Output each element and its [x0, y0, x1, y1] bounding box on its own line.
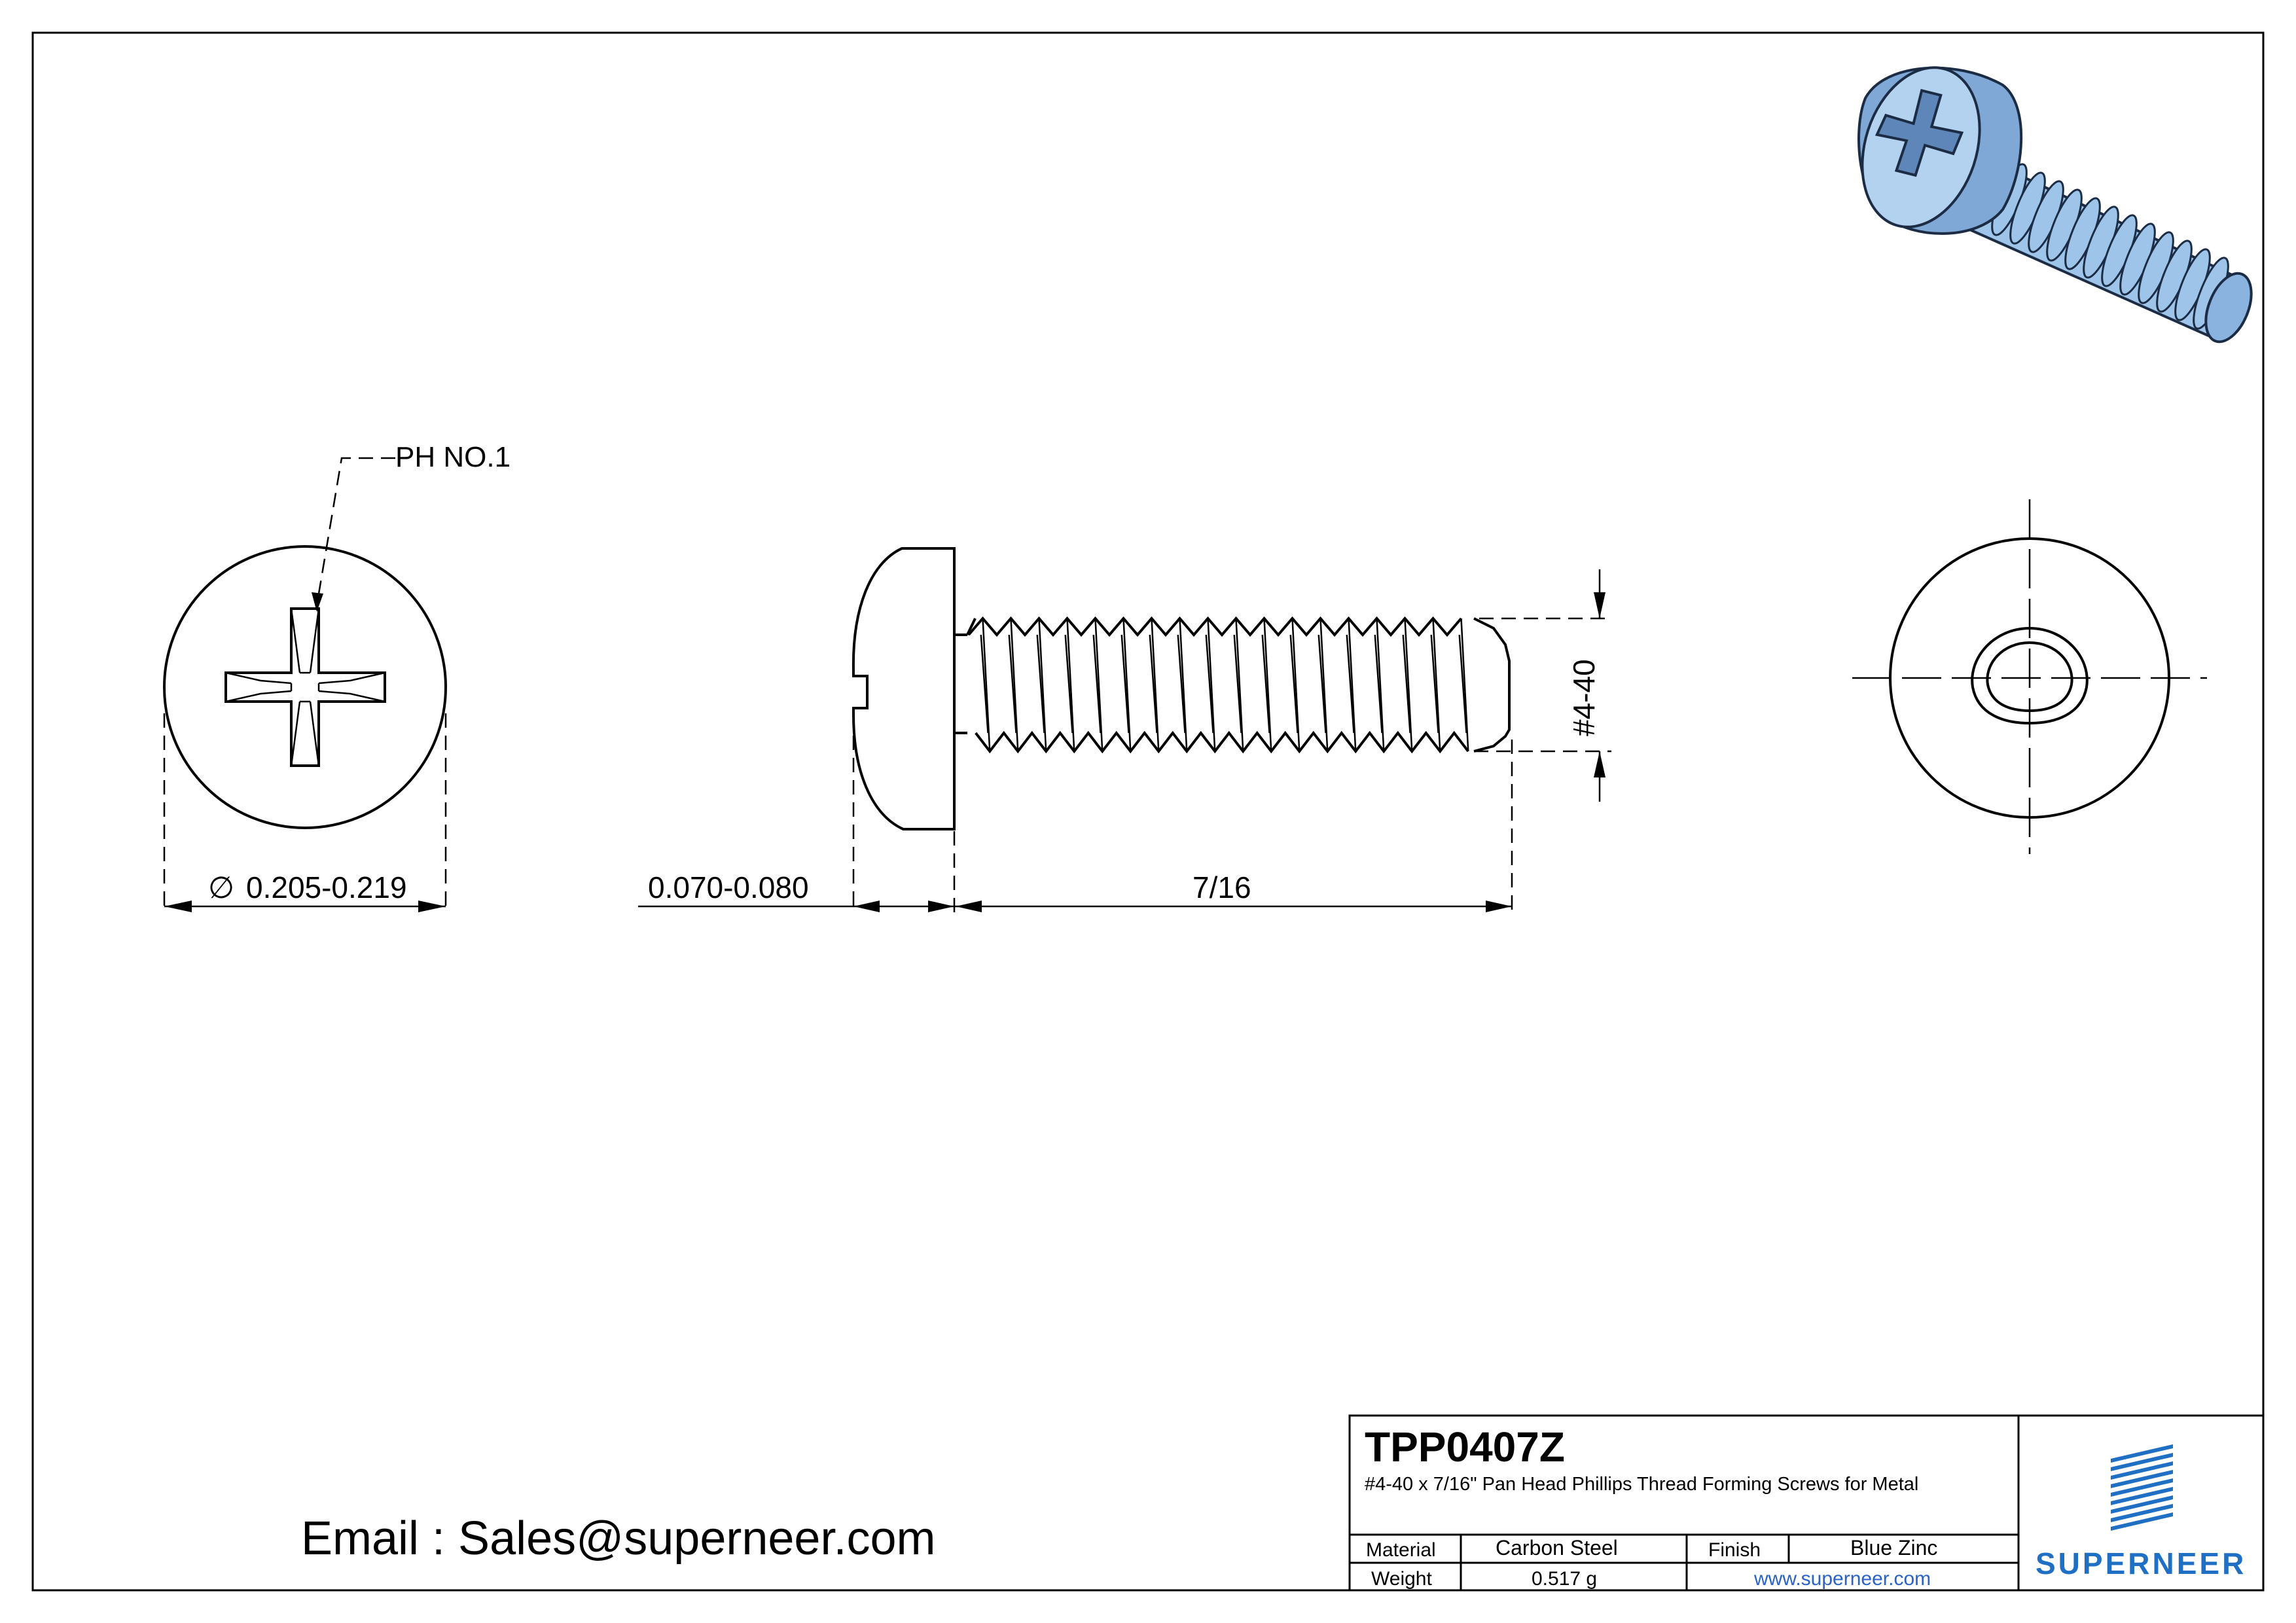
thread-helix-line [982, 618, 991, 752]
thread-helix-line [1064, 634, 1073, 734]
finish-value: Blue Zinc [1850, 1536, 1937, 1560]
material-label: Material [1366, 1539, 1436, 1561]
thread-helix-line [1402, 634, 1411, 734]
thread-helix-line [1430, 634, 1439, 734]
thread-helix-line [1263, 618, 1272, 752]
logo-stripe [2111, 1504, 2173, 1522]
thread-helix-line [1036, 634, 1045, 734]
logo-stripe [2111, 1487, 2173, 1505]
website-link[interactable]: www.superneer.com [1753, 1568, 1931, 1590]
thread-helix-line [1348, 618, 1357, 752]
head-diameter-value: 0.205-0.219 [246, 870, 407, 904]
thread-helix-line [1404, 618, 1413, 752]
thread-crest-line [967, 616, 1463, 637]
thread-profile [967, 616, 1469, 754]
thread-helix-line [1205, 634, 1214, 734]
thread-helix-line [1094, 618, 1103, 752]
drive-callout-label: PH NO.1 [395, 441, 511, 473]
finish-label: Finish [1708, 1539, 1761, 1561]
screw-side-view [852, 547, 1511, 830]
thread-helix-line [1291, 618, 1300, 752]
thread-crest-line [975, 730, 1469, 754]
thread-helix-line [1235, 618, 1244, 752]
thread-helix-line [1432, 618, 1441, 752]
logo-stripe [2111, 1512, 2173, 1531]
head-top-view [163, 545, 447, 829]
brand-name: SUPERNEER [2036, 1546, 2246, 1580]
diameter-symbol: ∅ [208, 870, 234, 904]
thread-helix-line [1319, 618, 1329, 752]
thread-helix-line [980, 634, 989, 734]
thread-helix-line [1010, 618, 1019, 752]
logo-stripe [2111, 1470, 2173, 1488]
thread-helix-line [1151, 618, 1160, 752]
logo-stripe [2111, 1495, 2173, 1514]
thread-helix-line [1233, 634, 1242, 734]
trilobular-profile-icon [1971, 626, 2089, 725]
thread-helix-line [1346, 634, 1355, 734]
thread-helix-line [1008, 634, 1017, 734]
part-description: #4-40 x 7/16" Pan Head Phillips Thread F… [1365, 1474, 1918, 1495]
thread-helix-line [1066, 618, 1075, 752]
length-dimension: 7/16 [954, 740, 1513, 913]
part-number: TPP0407Z [1365, 1423, 1565, 1471]
thread-helix-line [1460, 618, 1469, 752]
weight-value: 0.517 g [1532, 1568, 1597, 1590]
thread-helix-line [1038, 618, 1047, 752]
logo-stripe [2111, 1444, 2173, 1463]
thread-size-dimension: #4-40 [1474, 569, 1611, 802]
length-value: 7/16 [1193, 870, 1251, 904]
thread-helix-line [1318, 634, 1327, 734]
thread-helix-line [1261, 634, 1270, 734]
logo-stripe [2111, 1461, 2173, 1480]
material-value: Carbon Steel [1496, 1536, 1618, 1560]
logo-stripe [2111, 1478, 2173, 1497]
thread-helix-line [1122, 618, 1132, 752]
drawing-frame [31, 31, 2265, 1592]
superneer-stripes-logo [2111, 1444, 2173, 1531]
thread-helix-line [1121, 634, 1130, 734]
title-block: TPP0407Z #4-40 x 7/16" Pan Head Phillips… [1348, 1414, 2265, 1592]
thread-helix-line [1179, 618, 1188, 752]
head-diameter-dimension: ∅ 0.205-0.219 [163, 713, 447, 913]
contact-email: Email : Sales@superneer.com [301, 1512, 936, 1565]
thread-helix-line [1289, 634, 1299, 734]
thread-helix-line [1177, 634, 1186, 734]
head-height-dimension: 0.070-0.080 [638, 713, 956, 913]
thread-helix-line [1092, 634, 1102, 734]
thread-helix-line [1149, 634, 1158, 734]
phillips-recess-icon [224, 607, 386, 767]
thread-helix-line [1376, 618, 1385, 752]
drive-callout: PH NO.1 [312, 441, 511, 612]
thread-helix-line [1458, 634, 1467, 734]
logo-stripe [2111, 1453, 2173, 1471]
thread-helix-line [1207, 618, 1216, 752]
end-view [1852, 499, 2207, 854]
thread-size-value: #4-40 [1567, 659, 1601, 736]
weight-label: Weight [1371, 1568, 1432, 1590]
thread-helix-line [1374, 634, 1383, 734]
head-height-value: 0.070-0.080 [648, 870, 809, 904]
screw-3d-render [1857, 66, 2253, 344]
